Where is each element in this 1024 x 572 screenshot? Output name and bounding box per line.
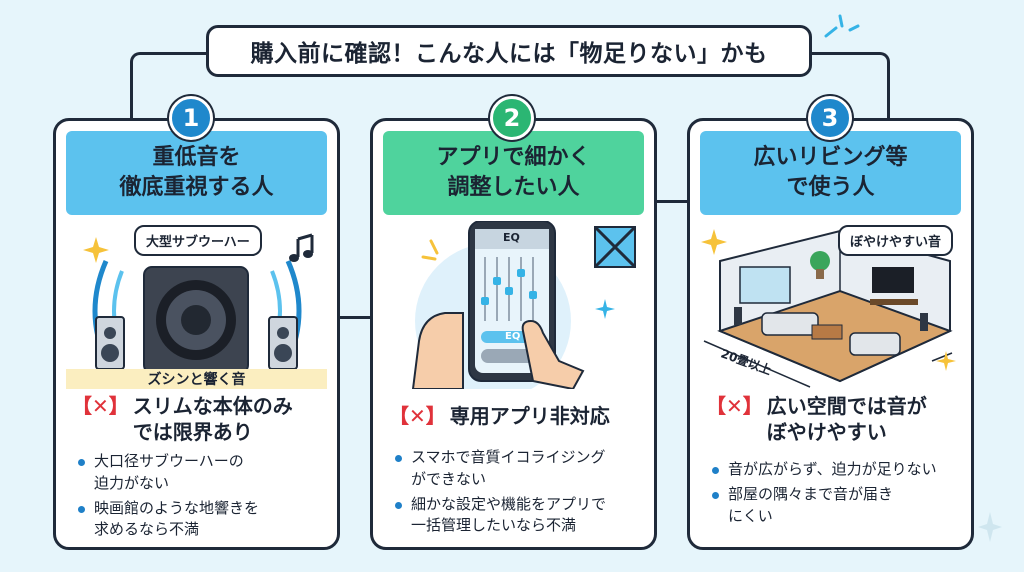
card-3-warning-text: 広い空間では音が ぼやけやすい [766,394,927,444]
card-3-bubble: ぼやけやすい音 [838,225,954,256]
list-item: 大口径サブウーハーの 迫力がない [76,451,329,495]
card-1-bubble-text: 大型サブウーハー [146,235,250,250]
sparkle-icon [824,14,860,38]
card-3-number-badge: 3 [808,96,852,140]
card-3-heading: 広いリビング等 で使う人 [700,131,961,215]
card-1-heading-text: 重低音を 徹底重視する人 [119,145,274,200]
card-app-control: アプリで細かく 調整したい人 [370,118,657,550]
page-title-text: 購入前に確認！こんな人には「物足りない」かも [250,41,768,67]
card-1-illustration: 大型サブウーハー ズシンと響く音 [66,221,327,389]
card-2-heading-text: アプリで細かく 調整したい人 [436,145,591,200]
card-2-heading: アプリで細かく 調整したい人 [383,131,644,215]
cross-icon: 【✕】 [389,404,446,428]
cross-icon: 【✕】 [706,394,763,418]
page-title: 購入前に確認！こんな人には「物足りない」かも [206,25,812,77]
connector-line-mid-2 [652,200,692,310]
list-item: 音が広がらず、迫力が足りない [710,459,963,481]
card-3-illustration: ぼやけやすい音 20畳以上 [700,221,961,389]
no-app-icon [593,225,637,269]
card-3-warning: 【✕】 広い空間では音が ぼやけやすい [706,393,963,445]
card-2-illustration: EQ EQ [383,220,644,399]
card-1-bubble: 大型サブウーハー [134,225,262,256]
card-3-bullet-list: 音が広がらず、迫力が足りない 部屋の隅々まで音が届き にくい [710,459,963,530]
star-sparkle-icon [701,229,727,255]
phone-eq-label: EQ [503,231,520,244]
tv-icon [870,267,918,305]
list-item: スマホで音質イコライジング ができない [393,447,646,491]
corner-sparkle-icon [978,512,1002,542]
card-1-caption-text: ズシンと響く音 [147,372,246,388]
list-item: 部屋の隅々まで音が届き にくい [710,484,963,528]
card-1-heading: 重低音を 徹底重視する人 [66,131,327,215]
connector-line-left [130,52,208,122]
speaker-icon-right [268,316,298,370]
phone-eq-button: EQ [505,331,521,342]
speaker-icon-left [95,316,125,370]
connector-line-right [810,52,890,122]
card-2-bullet-list: スマホで音質イコライジング ができない 細かな設定や機能をアプリで 一括管理した… [393,447,646,540]
card-1-warning-text: スリムな本体のみ では限界あり [132,394,293,444]
living-room-illustration [701,229,956,388]
cross-icon: 【✕】 [72,394,129,418]
card-2-number: 2 [503,104,521,132]
card-2-warning-text: 専用アプリ非対応 [449,404,610,428]
star-sparkle-icon [83,237,109,263]
card-heavy-bass: 重低音を 徹底重視する人 [53,118,340,550]
card-1-number-badge: 1 [169,96,213,140]
card-2-warning: 【✕】 専用アプリ非対応 [389,403,646,429]
card-3-bubble-text: ぼやけやすい音 [850,235,942,250]
sofa-icon [761,312,901,356]
card-1-number: 1 [182,104,200,132]
card-3-number: 3 [821,104,839,132]
music-note-icon [289,233,314,262]
connector-line-mid-1 [335,316,375,434]
card-2-number-badge: 2 [490,96,534,140]
card-large-living: 広いリビング等 で使う人 [687,118,974,550]
card-1-bullet-list: 大口径サブウーハーの 迫力がない 映画館のような地響きを 求めるなら不満 [76,451,329,544]
list-item: 映画館のような地響きを 求めるなら不満 [76,498,329,542]
list-item: 細かな設定や機能をアプリで 一括管理したいなら不満 [393,494,646,538]
hand-icon [411,312,464,390]
card-3-heading-text: 広いリビング等 で使う人 [753,145,908,200]
smartphone-illustration [411,220,637,399]
card-1-caption: ズシンと響く音 [66,369,327,389]
card-1-warning: 【✕】 スリムな本体のみ では限界あり [72,393,329,445]
